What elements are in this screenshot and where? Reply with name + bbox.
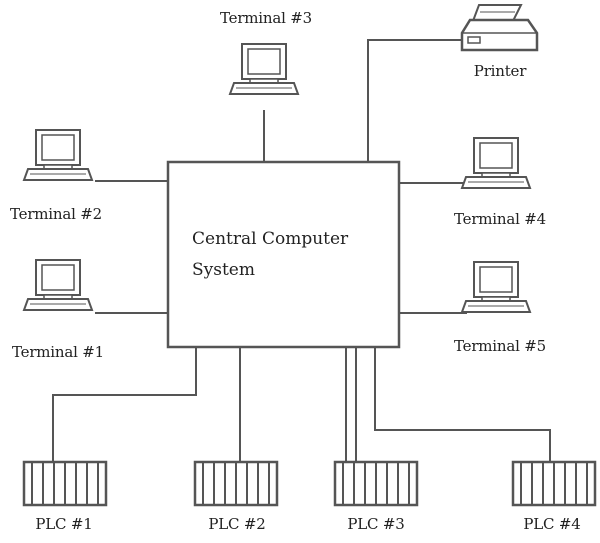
plc-2-label: PLC #2 (208, 515, 266, 533)
printer-icon (460, 4, 539, 52)
terminal-3-icon (229, 43, 299, 95)
terminal-3-label: Terminal #3 (220, 9, 312, 27)
terminal-1-label: Terminal #1 (12, 343, 104, 361)
terminal-4-icon (461, 137, 531, 189)
terminal-1-icon (23, 259, 93, 311)
terminal-5-label: Terminal #5 (454, 337, 546, 355)
plc-4-icon (511, 460, 597, 507)
terminal-2-icon (23, 129, 93, 181)
plc-4-label: PLC #4 (523, 515, 581, 533)
central-computer-line2: System (192, 260, 255, 280)
plc-2-icon (193, 460, 279, 507)
printer-label: Printer (473, 62, 527, 80)
plc-1-icon (22, 460, 108, 507)
link-printer (367, 39, 462, 162)
terminal-5-icon (461, 261, 531, 313)
plc-3-label: PLC #3 (347, 515, 405, 533)
central-computer-line1: Central Computer (192, 229, 349, 249)
connection-lines (52, 39, 551, 462)
central-computer-label: Central Computer System (192, 224, 348, 286)
link-plc-4 (374, 347, 551, 462)
central-computer-box (166, 160, 401, 349)
plc-3-icon (333, 460, 419, 507)
terminal-2-label: Terminal #2 (10, 205, 102, 223)
link-plc-1 (52, 347, 197, 462)
plc-1-label: PLC #1 (35, 515, 93, 533)
terminal-4-label: Terminal #4 (454, 210, 546, 228)
